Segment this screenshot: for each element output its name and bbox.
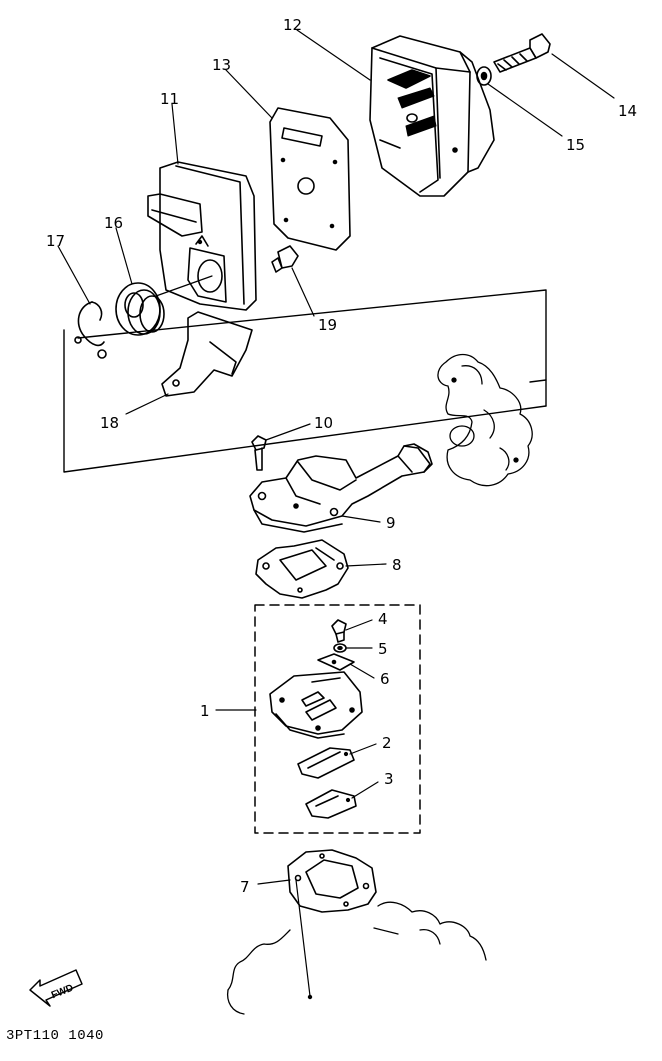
callout-10: 10 xyxy=(314,414,333,432)
part-5-washer xyxy=(333,643,347,653)
callout-19: 19 xyxy=(318,316,337,334)
callout-3: 3 xyxy=(384,770,394,788)
part-4-bolt xyxy=(331,619,347,643)
crankcase-outline xyxy=(226,901,487,1015)
callout-4: 4 xyxy=(378,610,388,628)
callout-11: 11 xyxy=(160,90,179,108)
part-6-stopper-plate xyxy=(317,653,355,671)
leader-lines xyxy=(57,29,615,1000)
part-16-grommet xyxy=(115,282,165,336)
part-3-reed xyxy=(305,789,357,819)
part-10-bolt xyxy=(251,435,267,471)
callout-7: 7 xyxy=(240,878,250,896)
callout-15: 15 xyxy=(566,136,585,154)
fwd-label: FWD xyxy=(50,983,75,1002)
reed-valve-body xyxy=(269,671,363,739)
part-8-gasket xyxy=(255,539,349,599)
fwd-arrow-icon: FWD xyxy=(29,969,83,1007)
part-13-plate xyxy=(269,107,351,251)
callout-numbers: 1 2 3 4 5 6 7 8 9 10 11 12 13 14 15 16 1… xyxy=(46,16,637,896)
callout-2: 2 xyxy=(382,734,392,752)
part-7-gasket xyxy=(287,849,377,913)
callout-9: 9 xyxy=(386,514,396,532)
engine-housing-outline xyxy=(437,353,533,487)
callout-1: 1 xyxy=(200,702,210,720)
part-12-silencer-cover xyxy=(369,35,495,197)
part-14-bolt xyxy=(493,33,551,73)
callout-13: 13 xyxy=(212,56,231,74)
part-1-assembly-box xyxy=(254,604,421,834)
callout-6: 6 xyxy=(380,670,390,688)
part-17-clip xyxy=(74,301,107,359)
callout-17: 17 xyxy=(46,232,65,250)
callout-14: 14 xyxy=(618,102,637,120)
callout-8: 8 xyxy=(392,556,402,574)
part-11-silencer-case xyxy=(147,161,257,311)
silencer-group-frame xyxy=(63,289,547,473)
part-2-reed xyxy=(297,747,355,779)
part-19-screw xyxy=(271,245,299,273)
part-9-intake-manifold xyxy=(249,443,433,533)
callout-16: 16 xyxy=(104,214,123,232)
callout-18: 18 xyxy=(100,414,119,432)
part-code: 3PT110 1040 xyxy=(6,1028,104,1044)
part-18-bracket xyxy=(161,311,253,397)
callout-12: 12 xyxy=(283,16,302,34)
part-15-washer xyxy=(476,66,492,86)
callout-5: 5 xyxy=(378,640,388,658)
